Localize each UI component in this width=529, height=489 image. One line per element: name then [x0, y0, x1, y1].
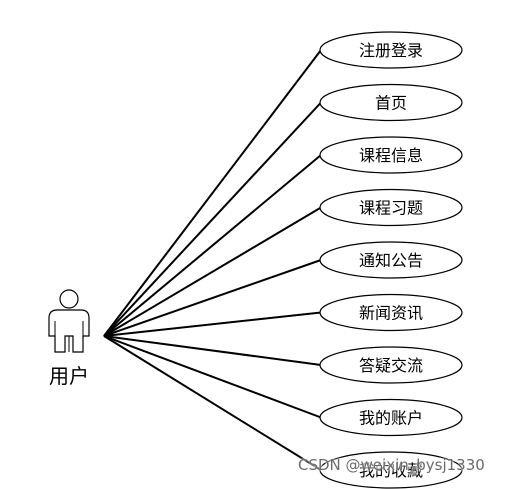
- association-line: [103, 335, 322, 471]
- use-case: 新闻资讯: [319, 293, 463, 332]
- use-case-label: 课程习题: [359, 199, 423, 218]
- actor-head: [59, 289, 79, 309]
- use-case: 课程习题: [319, 188, 463, 227]
- use-case-ellipse: [319, 398, 463, 437]
- use-case-ellipse: [319, 241, 463, 279]
- use-case-ellipse: [319, 346, 463, 384]
- use-case: 注册登录: [319, 31, 463, 69]
- use-case: 我的收藏: [319, 451, 463, 489]
- actor-user: 用户: [48, 289, 90, 388]
- association-line: [103, 49, 322, 337]
- use-case-label: 答疑交流: [359, 356, 423, 375]
- association-line: [103, 154, 322, 337]
- use-case-ellipse: [319, 293, 463, 332]
- use-case: 我的账户: [319, 398, 463, 437]
- use-case-ellipse: [319, 83, 463, 122]
- use-case-label: 新闻资讯: [359, 304, 423, 323]
- association-lines: [103, 49, 322, 471]
- use-case: 答疑交流: [319, 346, 463, 384]
- association-line: [103, 259, 322, 337]
- use-case: 首页: [319, 83, 463, 122]
- association-line: [103, 335, 322, 366]
- use-case-ellipse: [319, 136, 463, 174]
- use-case-label: 我的收藏: [359, 461, 423, 480]
- use-case-ellipse: [319, 188, 463, 227]
- use-case-label: 通知公告: [359, 251, 423, 270]
- use-case-label: 我的账户: [359, 409, 423, 428]
- actor-label: 用户: [49, 364, 89, 388]
- use-case: 课程信息: [319, 136, 463, 174]
- association-line: [103, 101, 322, 337]
- use-case: 通知公告: [319, 241, 463, 279]
- use-case-ellipse: [319, 451, 463, 489]
- use-case-label: 首页: [375, 94, 407, 113]
- watermark: CSDN @weixin_bysj1330: [298, 456, 485, 474]
- use-case-label: 注册登录: [359, 41, 423, 60]
- use-case-ellipse: [319, 31, 463, 69]
- association-line: [103, 335, 322, 419]
- actor-body: [48, 309, 90, 353]
- association-line: [103, 206, 322, 337]
- use-case-label: 课程信息: [359, 146, 423, 165]
- association-line: [103, 311, 322, 337]
